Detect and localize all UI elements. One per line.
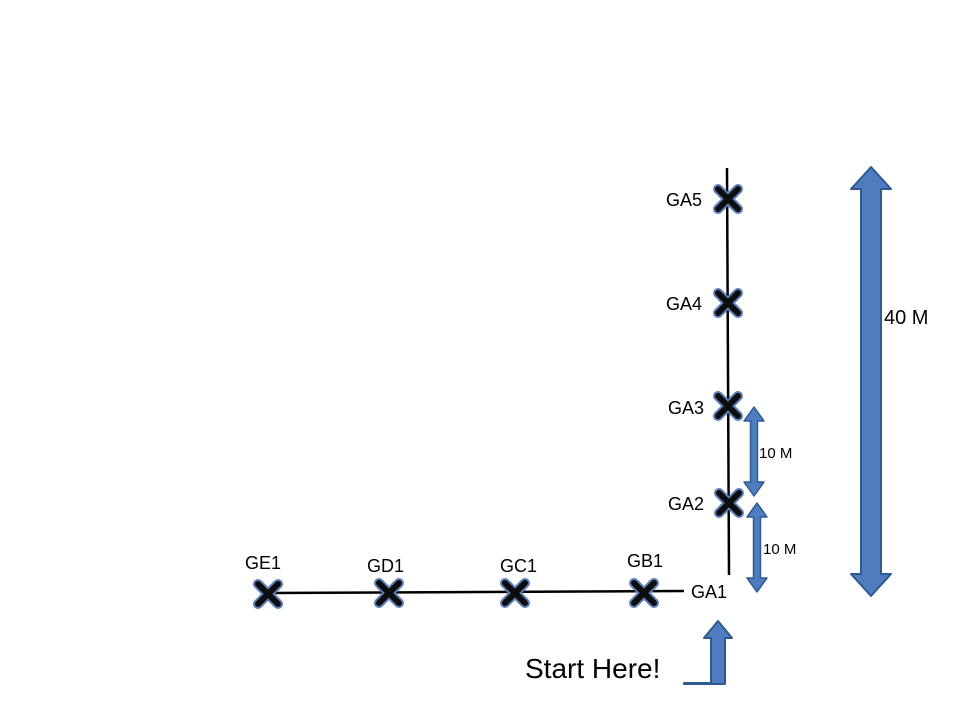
horizontal-transect-line [267,589,685,595]
marker-gb1 [629,578,659,608]
label-gb1: GB1 [627,551,663,571]
start-here-label: Start Here! [525,653,660,684]
dimension-arrow-ga2-ga1 [746,502,768,593]
marker-gc1 [500,578,530,608]
dimension-arrow-total [850,166,892,597]
marker-ga5 [713,184,743,214]
start-arrow-icon [683,620,733,685]
label-ga1: GA1 [691,582,727,602]
marker-gd1 [374,578,404,608]
marker-ga2 [714,488,744,518]
label-ga5: GA5 [666,190,702,210]
dimension-label-40m: 40 M [884,307,928,329]
marker-ge1 [253,579,283,609]
label-gd1: GD1 [367,556,404,576]
dimension-arrow-ga3-ga2 [743,406,765,497]
label-ga2: GA2 [668,494,704,514]
marker-ga4 [713,288,743,318]
dimension-label-10m-upper: 10 M [759,445,792,462]
label-ge1: GE1 [245,553,281,573]
dimension-label-10m-lower: 10 M [763,541,796,558]
vertical-transect-line [725,167,731,576]
marker-ga3 [713,391,743,421]
label-ga4: GA4 [666,294,702,314]
label-gc1: GC1 [500,556,537,576]
label-ga3: GA3 [668,398,704,418]
